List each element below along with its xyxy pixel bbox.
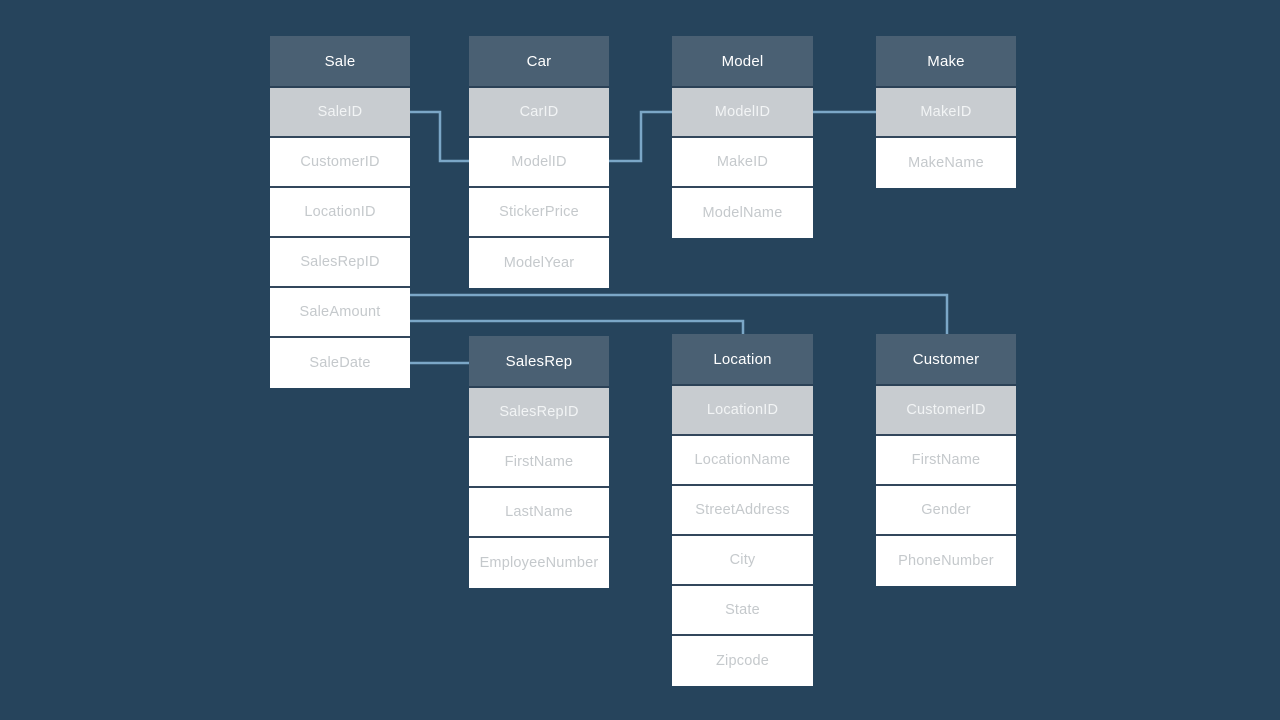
connector-sale-customer (410, 293, 949, 334)
field-location-4[interactable]: State (672, 586, 813, 636)
entity-title-customer: Customer (876, 334, 1016, 386)
primary-key-field-car-0[interactable]: CarID (469, 88, 609, 138)
field-location-5[interactable]: Zipcode (672, 636, 813, 686)
field-model-2[interactable]: ModelName (672, 188, 813, 238)
field-salesrep-3[interactable]: EmployeeNumber (469, 538, 609, 588)
entity-title-make: Make (876, 36, 1016, 88)
field-sale-5[interactable]: SaleDate (270, 338, 410, 388)
primary-key-field-make-0[interactable]: MakeID (876, 88, 1016, 138)
connector-sale-location (410, 319, 745, 334)
field-make-1[interactable]: MakeName (876, 138, 1016, 188)
field-location-1[interactable]: LocationName (672, 436, 813, 486)
field-sale-4[interactable]: SaleAmount (270, 288, 410, 338)
connector-sale-car (410, 110, 469, 163)
field-car-3[interactable]: ModelYear (469, 238, 609, 288)
connector-car-model (609, 110, 672, 163)
field-customer-1[interactable]: FirstName (876, 436, 1016, 486)
primary-key-field-sale-0[interactable]: SaleID (270, 88, 410, 138)
field-model-1[interactable]: MakeID (672, 138, 813, 188)
entity-title-car: Car (469, 36, 609, 88)
entity-title-sale: Sale (270, 36, 410, 88)
field-salesrep-1[interactable]: FirstName (469, 438, 609, 488)
field-location-2[interactable]: StreetAddress (672, 486, 813, 536)
field-sale-3[interactable]: SalesRepID (270, 238, 410, 288)
field-customer-3[interactable]: PhoneNumber (876, 536, 1016, 586)
field-sale-1[interactable]: CustomerID (270, 138, 410, 188)
entity-title-model: Model (672, 36, 813, 88)
field-customer-2[interactable]: Gender (876, 486, 1016, 536)
primary-key-field-salesrep-0[interactable]: SalesRepID (469, 388, 609, 438)
entity-title-location: Location (672, 334, 813, 386)
primary-key-field-model-0[interactable]: ModelID (672, 88, 813, 138)
field-location-3[interactable]: City (672, 536, 813, 586)
primary-key-field-location-0[interactable]: LocationID (672, 386, 813, 436)
entity-title-salesrep: SalesRep (469, 336, 609, 388)
field-car-2[interactable]: StickerPrice (469, 188, 609, 238)
primary-key-field-customer-0[interactable]: CustomerID (876, 386, 1016, 436)
field-sale-2[interactable]: LocationID (270, 188, 410, 238)
field-car-1[interactable]: ModelID (469, 138, 609, 188)
field-salesrep-2[interactable]: LastName (469, 488, 609, 538)
